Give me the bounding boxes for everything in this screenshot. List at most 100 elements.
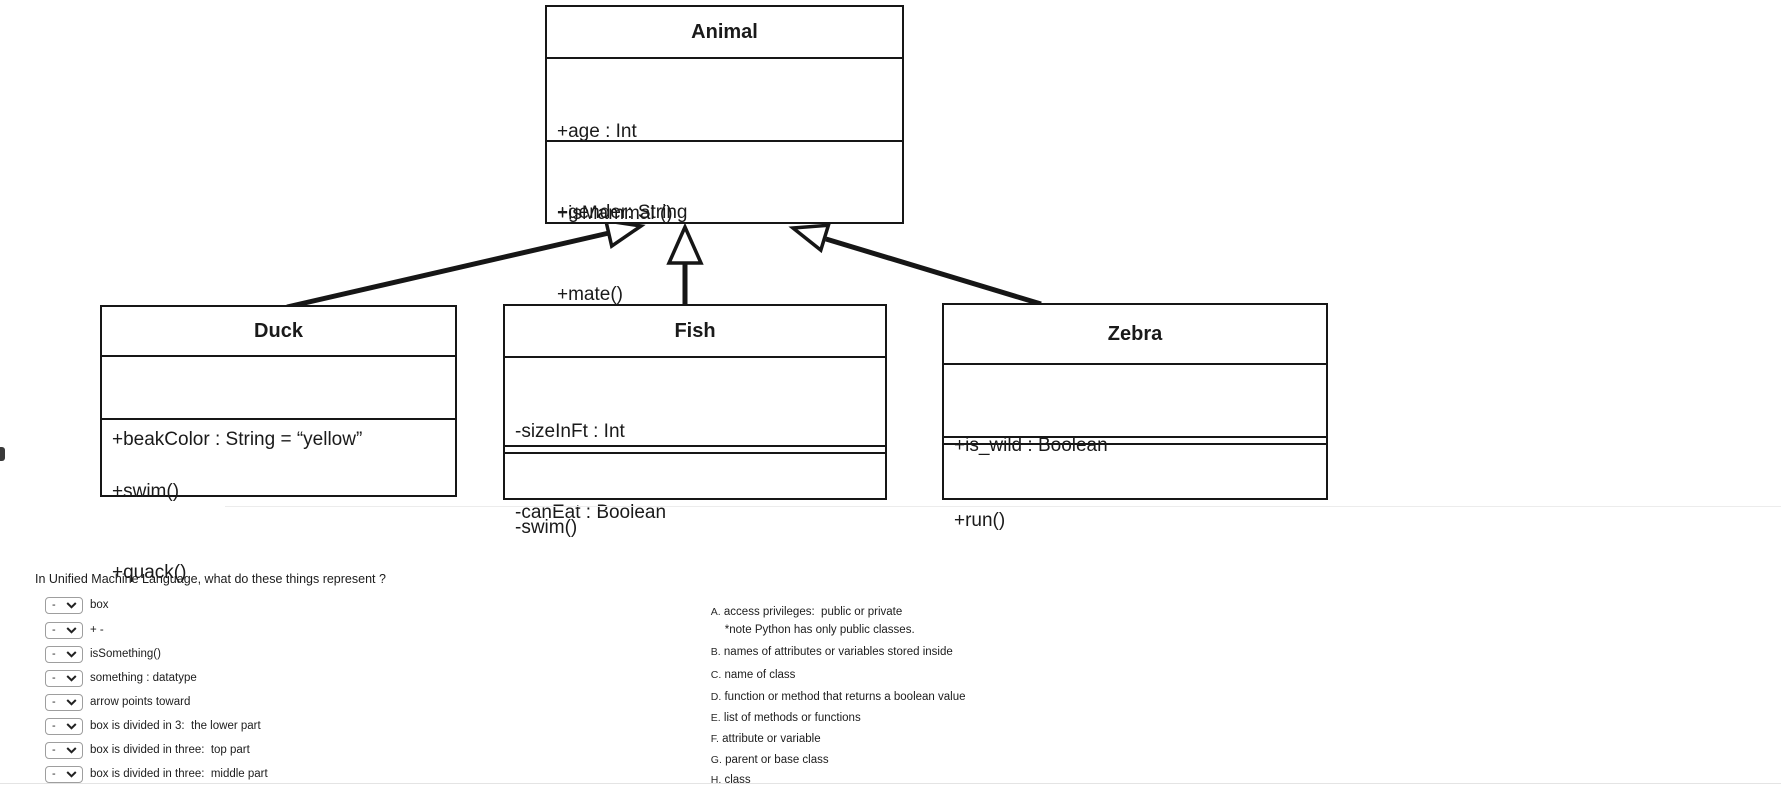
chevron-down-icon — [66, 770, 77, 778]
answer-select[interactable]: - — [45, 645, 83, 663]
attribute: +gender: String — [557, 202, 688, 223]
attribute: -sizeInFt : Int — [515, 421, 625, 442]
left-edge-artifact — [0, 447, 5, 461]
answer-option: A. access privileges: public or private — [698, 594, 902, 630]
class-title-animal: Animal — [547, 7, 902, 59]
answer-letter: F. — [710, 733, 719, 745]
selected-value: - — [52, 647, 56, 660]
answer-letter: A. — [710, 606, 721, 618]
answer-text: class — [724, 774, 751, 786]
answer-letter: B. — [710, 646, 721, 658]
answer-letter: H. — [710, 774, 722, 786]
chevron-down-icon — [66, 746, 77, 754]
class-box-duck: Duck +beakColor : String = “yellow” +swi… — [100, 305, 457, 583]
selected-value: - — [52, 695, 56, 708]
quiz-item-label: isSomething() — [90, 648, 161, 660]
answer-select[interactable]: - — [45, 669, 83, 687]
answer-text: parent or base class — [725, 754, 829, 766]
method: +isMammal () — [557, 203, 673, 224]
attribute: +is_wild : Boolean — [954, 435, 1108, 456]
chevron-down-icon — [66, 601, 77, 609]
answer-option: F. attribute or variable — [698, 721, 821, 757]
answer-text: access privileges: public or private — [723, 606, 903, 618]
answer-option: E. list of methods or functions — [698, 700, 861, 736]
answer-select[interactable]: - — [45, 717, 83, 735]
class-title-zebra: Zebra — [944, 305, 1326, 365]
method: -swim() — [515, 517, 578, 538]
quiz-row: - box is divided in three: middle part — [45, 765, 268, 783]
class-title-fish: Fish — [505, 306, 885, 358]
answer-text: attribute or variable — [722, 733, 821, 745]
class-methods-fish: -swim() — [505, 454, 885, 538]
quiz-item-label: box is divided in 3: the lower part — [90, 720, 261, 732]
selected-value: - — [52, 719, 56, 732]
answer-option: G. parent or base class — [698, 742, 829, 778]
attribute: +age : Int — [557, 121, 637, 142]
quiz-row: - box is divided in three: top part — [45, 741, 250, 759]
quiz-item-label: box is divided in three: middle part — [90, 768, 268, 780]
quiz-row: - something : datatype — [45, 669, 197, 687]
quiz-row: - box is divided in 3: the lower part — [45, 717, 261, 735]
class-attributes-duck: +beakColor : String = “yellow” — [102, 357, 455, 450]
answer-letter: E. — [710, 712, 721, 724]
selected-value: - — [52, 767, 56, 780]
selected-value: - — [52, 743, 56, 756]
class-methods-zebra: +run() — [944, 445, 1326, 531]
class-box-zebra: Zebra +is_wild : Boolean +run() — [942, 303, 1328, 531]
chevron-down-icon — [66, 698, 77, 706]
quiz-item-label: box is divided in three: top part — [90, 744, 250, 756]
answer-option: H. class — [698, 762, 751, 787]
answer-letter: G. — [710, 754, 722, 766]
quiz-question: In Unified Machine Language, what do the… — [35, 572, 386, 586]
selected-value: - — [52, 598, 56, 611]
chevron-down-icon — [66, 722, 77, 730]
attribute: +beakColor : String = “yellow” — [112, 429, 363, 450]
answer-option: B. names of attributes or variables stor… — [698, 634, 953, 670]
class-attributes-animal: +age : Int +gender: String — [547, 59, 902, 223]
answer-letter: D. — [710, 691, 722, 703]
selected-value: - — [52, 623, 56, 636]
answer-text: names of attributes or variables stored … — [723, 646, 953, 658]
compartment-divider — [505, 447, 885, 454]
quiz-row: - arrow points toward — [45, 693, 190, 711]
selected-value: - — [52, 671, 56, 684]
answer-option: C. name of class — [698, 657, 796, 693]
quiz-row: - box — [45, 596, 109, 614]
answer-letter: C. — [710, 669, 722, 681]
class-attributes-fish: -sizeInFt : Int -canEat : Boolean — [505, 358, 885, 523]
quiz-row: - + - — [45, 621, 104, 639]
quiz-row: - isSomething() — [45, 645, 161, 663]
quiz-item-label: box — [90, 599, 109, 611]
method: +mate() — [557, 284, 623, 305]
quiz-item-label: something : datatype — [90, 672, 197, 684]
class-title-duck: Duck — [102, 307, 455, 357]
answer-note: *note Python has only public classes. — [712, 612, 915, 648]
answer-text: *note Python has only public classes. — [724, 624, 915, 636]
answer-select[interactable]: - — [45, 693, 83, 711]
method: +swim() — [112, 481, 180, 502]
answer-select[interactable]: - — [45, 765, 83, 783]
method: +quack() — [112, 562, 187, 583]
page-bottom-line — [0, 783, 1781, 784]
quiz-item-label: arrow points toward — [90, 696, 191, 708]
class-methods-animal: +isMammal () +mate() — [547, 142, 902, 305]
answer-select[interactable]: - — [45, 596, 83, 614]
class-methods-duck: +swim() +quack() — [102, 420, 455, 583]
class-attributes-zebra: +is_wild : Boolean — [944, 365, 1326, 456]
class-box-fish: Fish -sizeInFt : Int -canEat : Boolean -… — [503, 304, 887, 538]
answer-text: function or method that returns a boolea… — [724, 691, 966, 703]
quiz-item-label: + - — [90, 624, 104, 636]
chevron-down-icon — [66, 674, 77, 682]
answer-select[interactable]: - — [45, 741, 83, 759]
section-divider-line — [225, 506, 1781, 507]
answer-text: list of methods or functions — [723, 712, 861, 724]
answer-select[interactable]: - — [45, 621, 83, 639]
attribute: -canEat : Boolean — [515, 502, 667, 523]
answer-text: name of class — [724, 669, 796, 681]
compartment-divider — [944, 438, 1326, 445]
answer-option: D. function or method that returns a boo… — [698, 679, 966, 715]
class-box-animal: Animal +age : Int +gender: String +isMam… — [545, 5, 904, 305]
method: +run() — [954, 510, 1006, 531]
chevron-down-icon — [66, 626, 77, 634]
chevron-down-icon — [66, 650, 77, 658]
